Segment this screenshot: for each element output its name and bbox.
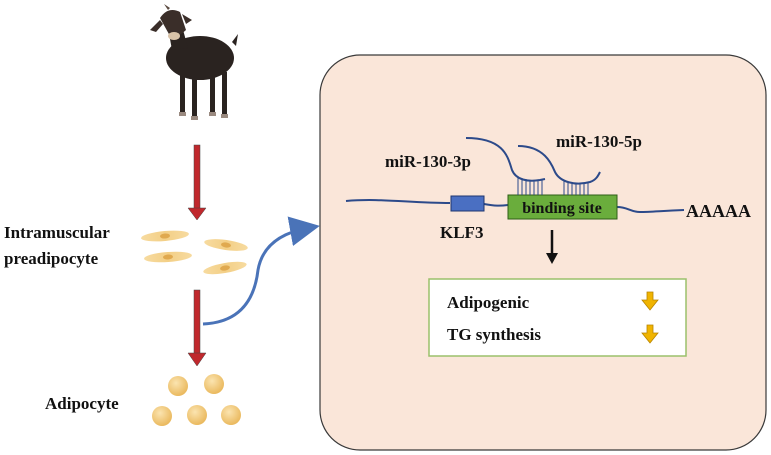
red-arrow-icon	[187, 289, 207, 367]
red-arrow-icon	[187, 144, 207, 221]
binding-site-box	[507, 194, 618, 220]
down-arrow-icon	[641, 291, 659, 311]
preadipocyte-cells	[141, 230, 248, 275]
binding-site-label: binding site	[522, 200, 602, 217]
base-pairing-lines	[517, 177, 589, 195]
polya-tail-label: AAAAA	[686, 201, 751, 221]
mir-130-5p-label: miR-130-5p	[556, 132, 642, 151]
result-box	[428, 278, 687, 357]
adipogenic-label: Adipogenic	[447, 293, 530, 312]
down-arrow-icon	[641, 324, 659, 344]
preadipocyte-label-line2: preadipocyte	[4, 249, 99, 268]
tg-synthesis-label: TG synthesis	[447, 325, 541, 344]
adipocyte-label: Adipocyte	[45, 394, 119, 413]
mirna-3p-strand	[465, 137, 546, 182]
adipocyte-cells	[152, 374, 241, 426]
klf3-box	[450, 195, 485, 212]
mirna-5p-strand	[517, 145, 601, 185]
preadipocyte-label-line1: Intramuscular	[4, 223, 110, 242]
klf3-label: KLF3	[440, 223, 483, 242]
goat-icon	[150, 4, 238, 120]
down-arrow-black-icon	[546, 230, 558, 264]
curved-arrow-icon	[202, 216, 320, 326]
mrna-strand	[345, 199, 685, 214]
mechanism-panel	[319, 54, 767, 451]
mir-130-3p-label: miR-130-3p	[385, 152, 471, 171]
